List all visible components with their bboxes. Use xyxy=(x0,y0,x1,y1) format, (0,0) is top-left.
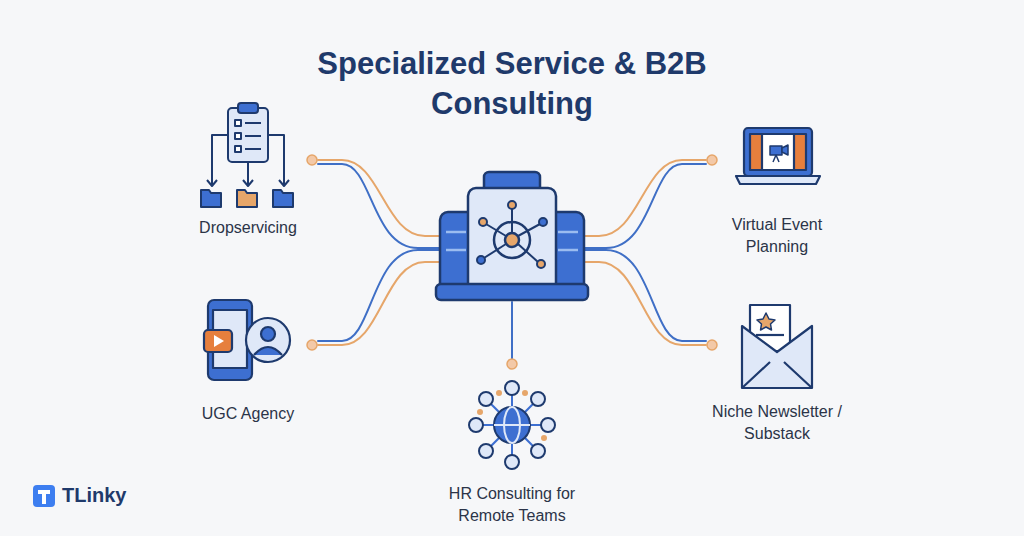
hub-icon xyxy=(436,172,588,300)
brand-name: TLinky xyxy=(62,484,182,506)
item-label: HR Consulting for Remote Teams xyxy=(427,483,597,527)
item-label: Niche Newsletter / Substack xyxy=(697,401,857,445)
connector-lines xyxy=(318,160,706,360)
clipboard-icon xyxy=(201,103,293,207)
brand-logo xyxy=(33,485,55,507)
phone-icon xyxy=(204,300,290,380)
item-label: UGC Agency xyxy=(168,403,328,425)
envelope-icon xyxy=(742,305,812,388)
item-label: Dropservicing xyxy=(168,217,328,239)
item-label: Virtual Event Planning xyxy=(702,214,852,258)
globe-network-icon xyxy=(469,381,555,469)
diagram-title: Specialized Service & B2B Consulting xyxy=(292,44,732,124)
laptop-icon xyxy=(736,128,820,184)
connector-dots xyxy=(307,155,717,369)
